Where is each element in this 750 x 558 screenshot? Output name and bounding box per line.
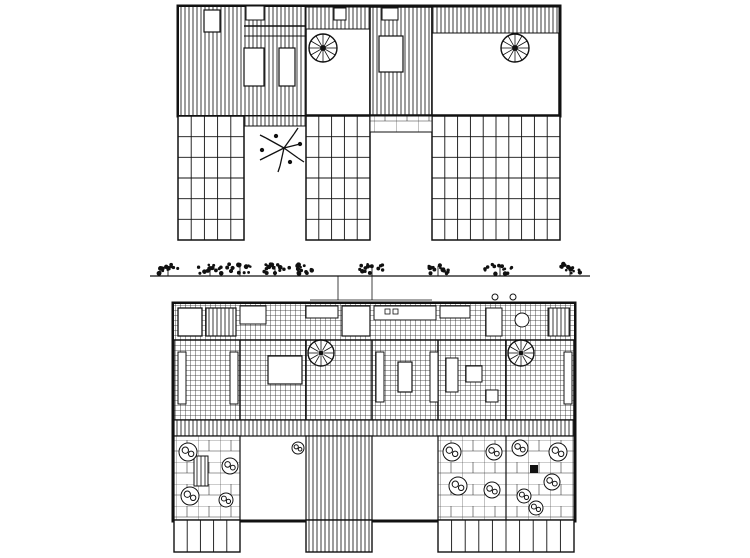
shrub-icons	[178, 439, 568, 516]
shrub-icon	[442, 442, 462, 462]
shrub-icon	[485, 443, 503, 461]
upper-floor-plan	[176, 4, 562, 241]
shrub-icon	[543, 473, 561, 491]
shrub-icon	[291, 441, 305, 455]
lower-room-6	[373, 305, 437, 321]
spiral-stair-icon	[308, 33, 338, 63]
shrub-icon	[448, 476, 468, 496]
lower-furniture-7	[485, 389, 499, 403]
fixture-box	[392, 308, 399, 315]
sink-icon	[514, 312, 530, 328]
lower-furniture-4	[429, 351, 439, 403]
lower-striped-court	[305, 435, 373, 521]
garden-feature	[530, 465, 538, 473]
upper-fixture-2	[333, 7, 347, 21]
lower-furniture-9	[177, 351, 187, 405]
shrub-icon	[218, 492, 234, 508]
lower-room-3	[239, 305, 267, 325]
lower-furniture-3	[375, 351, 385, 403]
shrub-icon	[180, 486, 200, 506]
upper-walkway	[243, 115, 307, 127]
lower-furniture-5	[445, 357, 459, 393]
upper-service-strip	[431, 6, 560, 34]
lower-floor-plan	[171, 293, 577, 553]
site-section-line	[150, 261, 590, 301]
lower-terrace-band	[173, 419, 575, 437]
spiral-stair-icon	[500, 33, 530, 63]
shrub-icon	[511, 439, 529, 457]
lower-room-7	[439, 305, 471, 319]
fixture-circle-icon	[509, 293, 517, 301]
lower-room-4	[305, 305, 339, 319]
upper-walkway-2	[369, 115, 433, 133]
upper-table	[243, 47, 265, 87]
upper-fixture-3	[381, 7, 399, 21]
lower-room-2	[205, 307, 237, 337]
lower-building-outline	[171, 301, 577, 523]
lower-room-8	[485, 307, 503, 337]
lower-furniture-1	[229, 351, 239, 405]
lower-dining-table	[397, 361, 413, 393]
lower-furniture-8	[563, 351, 573, 405]
shrub-icon	[483, 481, 501, 499]
lower-room-9	[547, 307, 571, 337]
fixture-box	[384, 308, 391, 315]
shrub-icon	[548, 442, 568, 462]
spiral-stair-icon	[507, 339, 535, 367]
shrub-icon	[178, 442, 198, 462]
shrub-icon	[528, 500, 544, 516]
fixture-circle-icon	[491, 293, 499, 301]
spiral-stair-icon	[307, 339, 335, 367]
tree-icon	[259, 127, 305, 173]
lower-furniture-6	[465, 365, 483, 383]
shrub-icon	[516, 488, 532, 504]
upper-terrace-grids	[177, 115, 561, 241]
lower-bottom-paving	[173, 519, 575, 553]
shrub-icon	[221, 457, 239, 475]
upper-bed-2	[378, 35, 404, 73]
bottom-striped-path	[305, 519, 373, 553]
lower-room-1	[177, 307, 203, 337]
lower-room-5	[341, 305, 371, 337]
upper-bed	[203, 9, 221, 33]
upper-fixture	[245, 5, 265, 21]
lower-bay-dividers	[239, 340, 507, 420]
bottom-paving-grid	[173, 519, 241, 553]
garden-stairs	[193, 455, 209, 487]
upper-table-2	[278, 47, 296, 87]
lower-furniture-2	[267, 355, 303, 385]
